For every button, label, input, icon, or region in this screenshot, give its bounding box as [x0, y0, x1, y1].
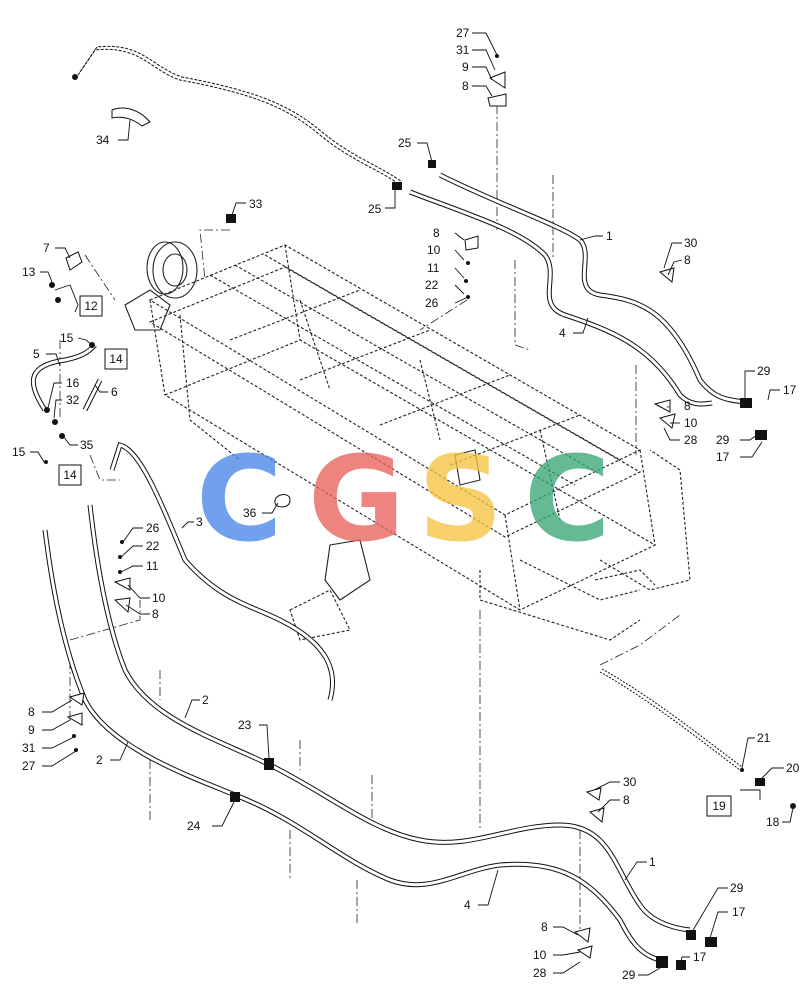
box-19-frame: [706, 795, 732, 817]
callout-c22b: 22: [146, 539, 160, 553]
callout-c8h: 8: [541, 920, 548, 934]
callout-c32: 32: [66, 393, 80, 407]
boxed-callout-b19: 19: [712, 799, 726, 813]
callout-c23: 23: [238, 718, 252, 732]
callout-c27b: 27: [22, 759, 36, 773]
callout-c22a: 22: [425, 278, 439, 292]
boxed-callout-b14a: 14: [109, 352, 123, 366]
callout-c8f: 8: [28, 705, 35, 719]
watermark-letter-2: S: [418, 430, 503, 568]
watermark-letter-1: G: [308, 430, 405, 568]
callout-c29b: 29: [716, 433, 730, 447]
callout-c16: 16: [66, 376, 80, 390]
callout-c34: 34: [96, 133, 110, 147]
boxed-callout-labels: 12 14 14 19: [63, 299, 726, 813]
callout-c3: 3: [196, 515, 203, 529]
boxed-callout-b12: 12: [84, 299, 98, 313]
box-14a-frame: [104, 348, 128, 370]
callout-c8c: 8: [684, 253, 691, 267]
callout-c15a: 15: [60, 331, 74, 345]
callout-c17b: 17: [716, 450, 730, 464]
callout-c21: 21: [757, 731, 771, 745]
callout-c31a: 31: [456, 43, 470, 57]
watermark-letter-3: C: [524, 430, 611, 568]
callout-c31b: 31: [22, 741, 36, 755]
callout-c2a: 2: [202, 693, 209, 707]
callout-c9b: 9: [28, 723, 35, 737]
callout-c8e: 8: [152, 607, 159, 621]
callout-c4b: 4: [464, 898, 471, 912]
callout-c1b: 1: [649, 855, 656, 869]
callout-c29a: 29: [757, 364, 771, 378]
callout-c5: 5: [33, 347, 40, 361]
callout-c24: 24: [187, 819, 201, 833]
callout-c8g: 8: [623, 793, 630, 807]
callout-c10a: 10: [427, 243, 441, 257]
callout-c20: 20: [786, 761, 800, 775]
callout-c4a: 4: [559, 326, 566, 340]
callout-c17a: 17: [783, 383, 797, 397]
callout-c7: 7: [43, 241, 50, 255]
callout-c29d: 29: [622, 968, 636, 982]
callout-c30b: 30: [623, 775, 637, 789]
boxed-callout-frames: [58, 295, 732, 817]
callout-c28b: 28: [533, 966, 547, 980]
callout-c29c: 29: [730, 881, 744, 895]
callout-c6: 6: [111, 385, 118, 399]
callout-c36: 36: [243, 506, 257, 520]
callout-c30a: 30: [684, 236, 698, 250]
callout-c35: 35: [80, 438, 94, 452]
callout-c18: 18: [766, 815, 780, 829]
callout-c26a: 26: [425, 296, 439, 310]
centerlines: [59, 105, 681, 930]
callout-c8b: 8: [433, 226, 440, 240]
callout-c11a: 11: [427, 261, 440, 275]
fittings: [44, 54, 796, 970]
callout-c25a: 25: [398, 136, 412, 150]
callout-c9a: 9: [462, 60, 469, 74]
callout-c11b: 11: [146, 559, 159, 573]
callout-c13: 13: [22, 265, 36, 279]
callout-c10d: 10: [533, 948, 547, 962]
leader-lines: [30, 32, 794, 976]
callout-c8a: 8: [462, 79, 469, 93]
callout-c15b: 15: [12, 445, 26, 459]
callout-c28a: 28: [684, 433, 698, 447]
box-14b-frame: [58, 464, 82, 486]
callout-c27a: 27: [456, 26, 470, 40]
box-12-frame: [79, 295, 103, 317]
callout-c25b: 25: [368, 202, 382, 216]
callout-c2b: 2: [96, 753, 103, 767]
callout-c10c: 10: [152, 591, 166, 605]
watermark-letter-0: C: [196, 430, 283, 568]
callout-c17c: 17: [732, 905, 746, 919]
callout-c33: 33: [249, 197, 263, 211]
callout-c17d: 17: [693, 950, 707, 964]
callout-c10b: 10: [684, 416, 698, 430]
callout-c26b: 26: [146, 521, 160, 535]
hose-assemblies: [30, 45, 746, 963]
boxed-callout-b14b: 14: [63, 468, 77, 482]
callout-c8d: 8: [684, 399, 691, 413]
callout-c1a: 1: [606, 229, 613, 243]
